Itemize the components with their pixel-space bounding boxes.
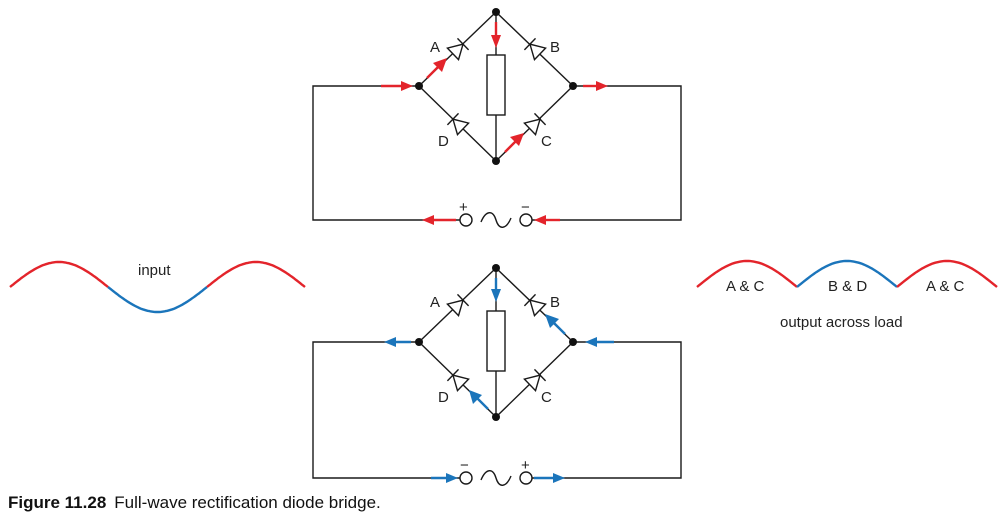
output-wave-b-d: [796, 259, 898, 288]
top-ac-source-symbol: [480, 212, 512, 228]
top-junction-bottom: [492, 157, 500, 165]
bottom-label-c: C: [541, 389, 552, 406]
bottom-circuit: A B C D − +: [312, 264, 682, 486]
input-label: input: [138, 262, 171, 279]
top-current-arrows: [381, 22, 608, 225]
top-source-terminal-left: [459, 213, 473, 227]
top-arrow-left-in-head: [401, 81, 413, 91]
figure-caption-text: Full-wave rectification diode bridge.: [114, 493, 381, 512]
top-arrow-diode-a: [426, 65, 440, 79]
figure-number: Figure 11.28: [8, 493, 107, 512]
input-waveform: input: [9, 260, 306, 314]
bottom-arrow-diode-b: [552, 321, 566, 335]
bottom-arrow-return-right-head: [553, 473, 565, 483]
top-arrow-right-out-head: [596, 81, 608, 91]
bottom-plus-sign: +: [521, 457, 530, 474]
top-junction-top: [492, 8, 500, 16]
top-label-a: A: [430, 39, 440, 56]
top-source-terminal-right: [519, 213, 533, 227]
top-label-b: B: [550, 39, 560, 56]
output-wave-a-c-first: [696, 259, 798, 288]
top-arrow-diode-c: [504, 140, 517, 153]
output-segment-2-label: B & D: [828, 278, 867, 295]
bottom-label-a: A: [430, 294, 440, 311]
top-right-loop-wire: [525, 85, 682, 221]
top-arrow-diode-a-head: [433, 58, 447, 72]
top-arrow-return-right-head: [534, 215, 546, 225]
top-left-loop-wire: [312, 85, 463, 221]
bottom-junction-left: [415, 338, 423, 346]
bottom-arrow-diode-b-head: [545, 314, 559, 328]
top-arrow-diode-c-head: [510, 133, 524, 146]
top-arrow-return-left-head: [422, 215, 434, 225]
bottom-arrow-right-in-head: [585, 337, 597, 347]
bottom-label-b: B: [550, 294, 560, 311]
bottom-junction-top: [492, 264, 500, 272]
top-circuit: A B C D + −: [312, 8, 682, 228]
bottom-junction-right: [569, 338, 577, 346]
top-plus-sign: +: [459, 199, 468, 216]
top-label-c: C: [541, 133, 552, 150]
bottom-arrow-return-left-head: [446, 473, 458, 483]
bottom-arrow-diode-d-head: [469, 390, 482, 404]
top-load-resistor: [486, 54, 506, 116]
output-wave-a-c-second: [896, 259, 998, 288]
input-wave-positive-second: [206, 260, 306, 288]
bottom-arrow-diode-d: [476, 397, 489, 410]
bottom-current-arrows: [384, 278, 614, 483]
output-waveform: A & C B & D A & C output across load: [696, 259, 998, 331]
figure-caption: Figure 11.28 Full-wave rectification diod…: [8, 493, 381, 513]
bottom-source-terminal-left: [459, 471, 473, 485]
top-junction-left: [415, 82, 423, 90]
output-label: output across load: [780, 314, 903, 331]
top-label-d: D: [438, 133, 449, 150]
input-wave-positive-first: [9, 260, 109, 288]
bottom-ac-source-symbol: [480, 470, 512, 486]
output-segment-1-label: A & C: [726, 278, 765, 295]
bottom-right-loop-wire: [525, 341, 682, 479]
output-segment-3-label: A & C: [926, 278, 965, 295]
bottom-junction-bottom: [492, 413, 500, 421]
top-arrow-load-head: [491, 35, 501, 48]
bottom-load-resistor: [486, 310, 506, 372]
bottom-minus-sign: −: [460, 457, 469, 474]
bottom-left-loop-wire: [312, 341, 463, 479]
top-minus-sign: −: [521, 199, 530, 216]
bottom-arrow-left-out-head: [384, 337, 396, 347]
top-junction-right: [569, 82, 577, 90]
input-wave-negative: [107, 286, 208, 314]
bottom-arrow-load-head: [491, 289, 501, 302]
bottom-label-d: D: [438, 389, 449, 406]
bottom-source-terminal-right: [519, 471, 533, 485]
